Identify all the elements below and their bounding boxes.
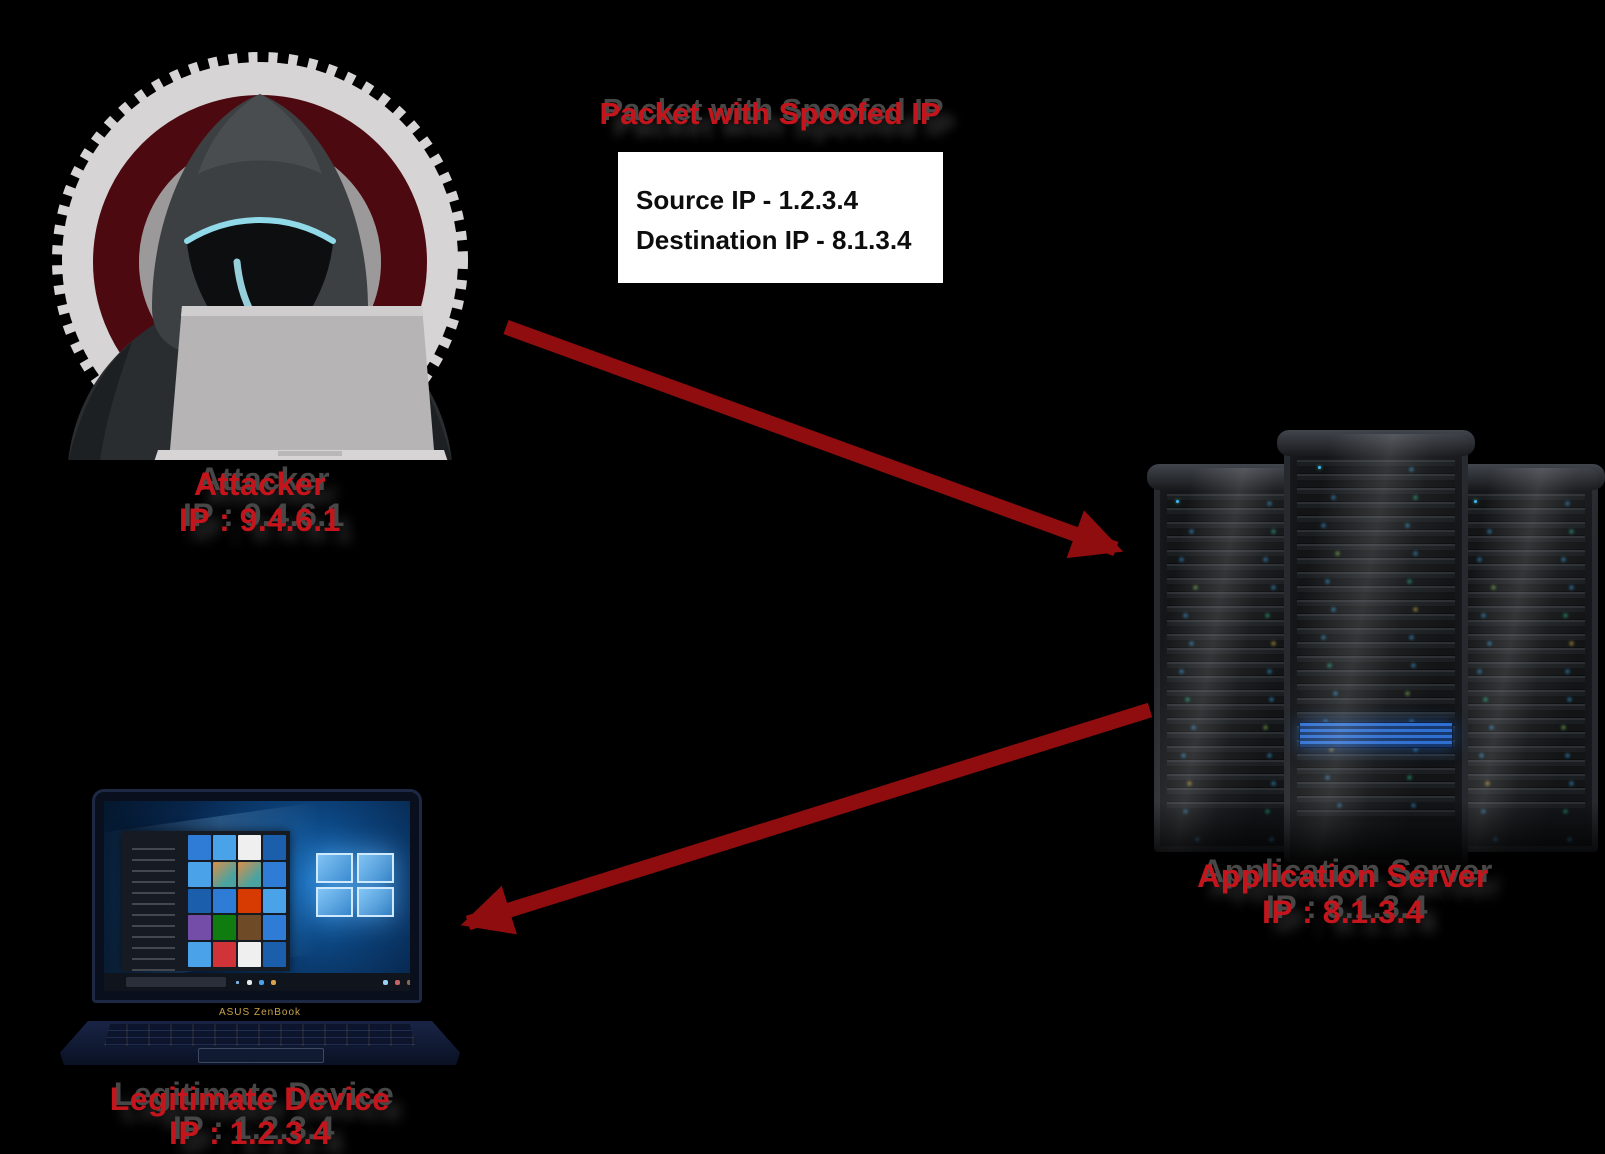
taskbar-icons (236, 981, 239, 984)
device-ip: IP : 1.2.3.4 (169, 1115, 331, 1151)
laptop-icon: ASUS ZenBook (60, 785, 460, 1065)
server-rack-center (1277, 430, 1475, 866)
laptop-trackpad (198, 1048, 324, 1063)
start-menu-tiles (184, 831, 290, 971)
attacker-hacker-icon (52, 52, 468, 460)
attacker-label: Attacker IP : 9.4.6.1 (40, 466, 480, 538)
server-rack-left (1147, 464, 1307, 852)
server-leds (1474, 500, 1477, 503)
start-menu-app-list (122, 831, 184, 971)
server-display-unit (1299, 722, 1453, 748)
packet-destination-ip: Destination IP - 8.1.3.4 (636, 225, 912, 255)
server-name: Application Server (1197, 858, 1489, 894)
spoofed-packet-arrow (503, 319, 1124, 559)
device-name: Legitimate Device (109, 1081, 391, 1117)
packet-source-ip: Source IP - 1.2.3.4 (636, 185, 859, 215)
attacker-name: Attacker (193, 466, 327, 502)
laptop-base (60, 1021, 460, 1065)
server-rack-right (1445, 464, 1605, 852)
server-label: Application Server IP : 8.1.3.4 (1117, 858, 1569, 930)
taskbar-search (126, 977, 226, 987)
device-label: Legitimate Device IP : 1.2.3.4 (30, 1082, 470, 1150)
server-response-arrow (460, 702, 1153, 935)
windows-logo-icon (316, 853, 394, 917)
server-leds (1176, 500, 1179, 503)
taskbar (104, 973, 410, 991)
packet-heading: Packet with Spoofed IP (599, 96, 941, 131)
attacker-ip: IP : 9.4.6.1 (179, 502, 341, 538)
laptop-brand: ASUS ZenBook (218, 1007, 302, 1018)
laptop-keyboard (104, 1024, 416, 1046)
start-menu (122, 831, 290, 971)
server-rack-icon (1140, 430, 1605, 894)
server-ip: IP : 8.1.3.4 (1262, 894, 1424, 930)
packet-info-box: Source IP - 1.2.3.4 Destination IP - 8.1… (618, 152, 943, 283)
laptop-screen (92, 789, 422, 1003)
server-leds (1318, 466, 1321, 469)
